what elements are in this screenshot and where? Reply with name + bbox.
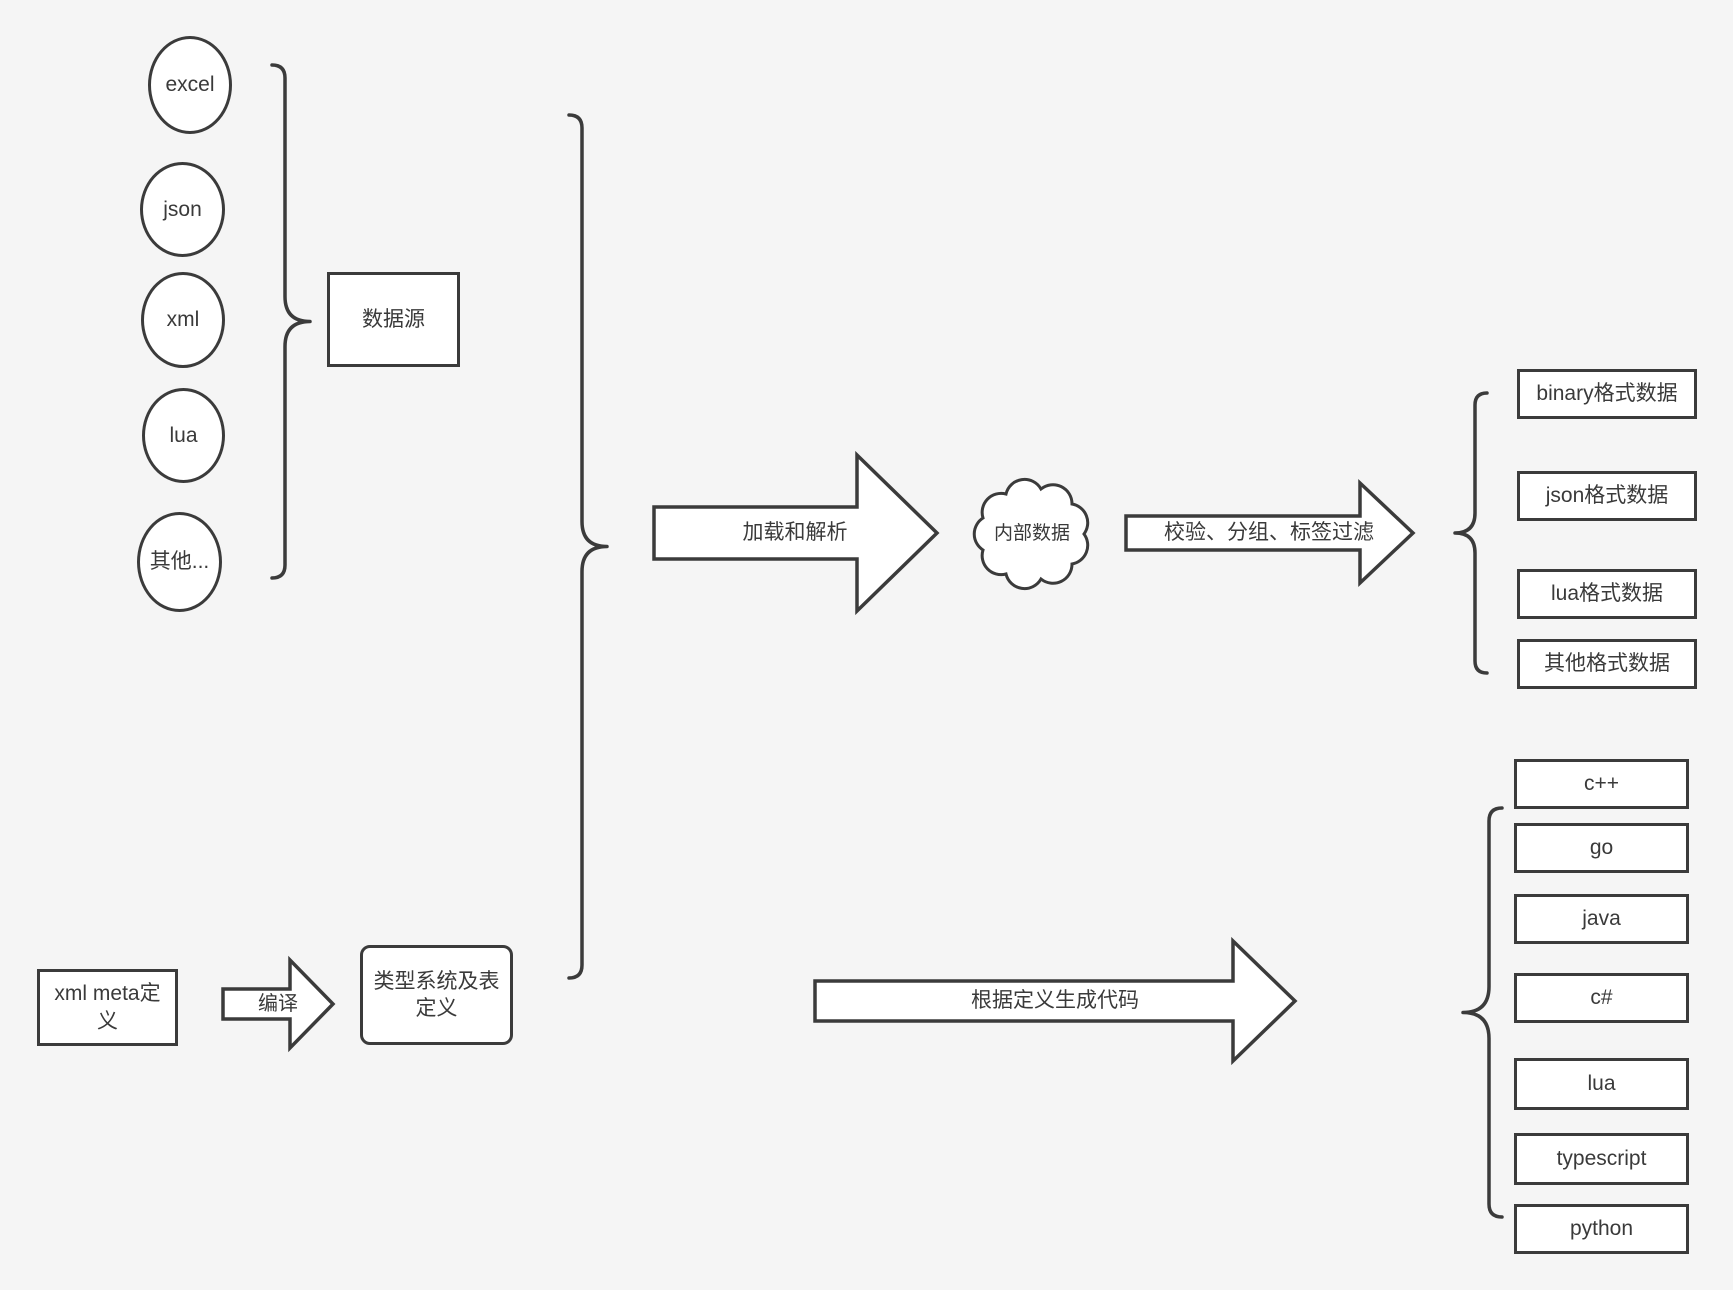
source-node-json: json bbox=[140, 162, 225, 257]
source-node-xml: xml bbox=[141, 272, 225, 368]
compile-arrow bbox=[223, 960, 333, 1048]
language-box-label: python bbox=[1569, 1217, 1634, 1241]
source-node-label: xml bbox=[166, 308, 200, 332]
formats-brace bbox=[1455, 393, 1487, 673]
languages-brace bbox=[1463, 808, 1502, 1217]
language-box-label: typescript bbox=[1556, 1147, 1647, 1171]
format-box-lua: lua格式数据 bbox=[1517, 569, 1697, 619]
format-box-json: json格式数据 bbox=[1517, 471, 1697, 521]
load-parse-arrow bbox=[654, 455, 937, 611]
language-box-cpp: c++ bbox=[1514, 759, 1689, 809]
language-box-label: go bbox=[1589, 836, 1614, 860]
format-box-label: binary格式数据 bbox=[1536, 382, 1678, 406]
source-node-excel: excel bbox=[148, 36, 232, 134]
data-source-group-label: 数据源 bbox=[362, 307, 425, 331]
language-box-go: go bbox=[1514, 823, 1689, 873]
sources-brace bbox=[272, 65, 310, 578]
language-box-label: lua bbox=[1587, 1072, 1616, 1096]
source-node-label: json bbox=[163, 197, 202, 221]
format-box-label: 其他格式数据 bbox=[1544, 652, 1670, 676]
inputs-brace bbox=[569, 115, 607, 978]
filter-arrow bbox=[1126, 483, 1413, 583]
language-box-label: java bbox=[1582, 907, 1621, 931]
format-box-label: lua格式数据 bbox=[1550, 582, 1664, 606]
xml-meta-label: xml meta定义 bbox=[54, 982, 161, 1033]
xml-meta-box: xml meta定义 bbox=[37, 969, 178, 1046]
language-box-csharp: c# bbox=[1514, 973, 1689, 1023]
data-source-group-box: 数据源 bbox=[327, 272, 460, 367]
type-system-box: 类型系统及表定义 bbox=[360, 945, 513, 1045]
source-node-label: lua bbox=[169, 423, 198, 447]
language-box-lua: lua bbox=[1514, 1058, 1689, 1110]
language-box-python: python bbox=[1514, 1204, 1689, 1254]
codegen-arrow bbox=[815, 941, 1295, 1061]
source-node-label: 其他... bbox=[149, 550, 210, 574]
language-box-label: c++ bbox=[1583, 772, 1620, 796]
language-box-label: c# bbox=[1590, 986, 1613, 1010]
language-box-typescript: typescript bbox=[1514, 1133, 1689, 1185]
source-node-lua: lua bbox=[142, 388, 225, 483]
format-box-label: json格式数据 bbox=[1545, 484, 1669, 508]
source-node-other: 其他... bbox=[137, 512, 222, 612]
type-system-label: 类型系统及表定义 bbox=[373, 969, 500, 1020]
format-box-other: 其他格式数据 bbox=[1517, 639, 1697, 689]
language-box-java: java bbox=[1514, 894, 1689, 944]
format-box-binary: binary格式数据 bbox=[1517, 369, 1697, 419]
source-node-label: excel bbox=[165, 73, 215, 97]
internal-data-cloud bbox=[974, 479, 1087, 588]
